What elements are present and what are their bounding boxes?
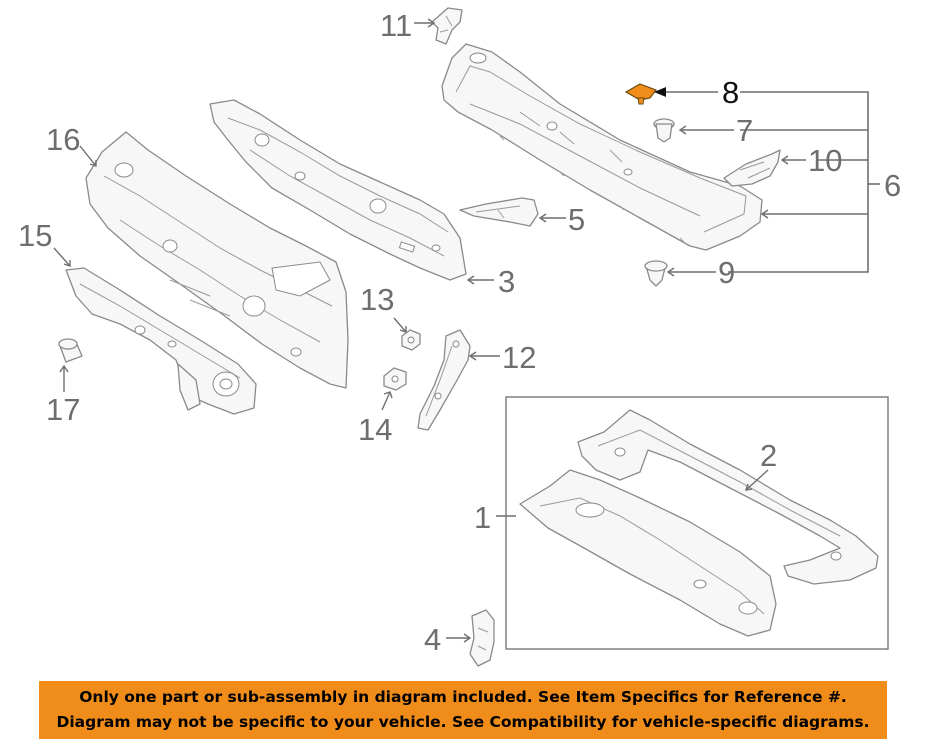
leader-7-arrow bbox=[678, 125, 687, 135]
callout-3: 3 bbox=[498, 264, 515, 299]
parts-diagram: 11 8 7 10 9 6 bbox=[18, 7, 901, 667]
callout-1: 1 bbox=[474, 500, 491, 535]
part-9-grommet bbox=[644, 260, 668, 287]
callout-13: 13 bbox=[360, 282, 394, 317]
callout-14: 14 bbox=[358, 412, 392, 447]
leader-11-arrow bbox=[427, 18, 436, 28]
part-10-seal bbox=[723, 149, 781, 187]
leader-14-arrow bbox=[383, 391, 393, 399]
notice-banner: Only one part or sub-assembly in diagram… bbox=[39, 681, 887, 739]
callout-12: 12 bbox=[502, 340, 536, 375]
part-1-cowl-lower bbox=[519, 469, 777, 637]
bracket-6 bbox=[728, 91, 869, 273]
leader-14 bbox=[381, 391, 391, 411]
inset-box bbox=[505, 396, 889, 650]
callout-5: 5 bbox=[568, 202, 585, 237]
callout-6: 6 bbox=[884, 168, 901, 203]
part-17-plug bbox=[58, 338, 83, 363]
part-12-reinforcement bbox=[417, 329, 471, 431]
part-13-nut bbox=[401, 329, 421, 351]
callout-11: 11 bbox=[380, 8, 412, 43]
leader-2 bbox=[745, 469, 769, 491]
callout-8: 8 bbox=[722, 75, 739, 110]
leader-2-arrow bbox=[744, 483, 753, 491]
part-3-dash-panel-upper bbox=[209, 99, 467, 281]
callout-17: 17 bbox=[46, 392, 80, 427]
callout-16: 16 bbox=[46, 122, 80, 157]
callout-15: 15 bbox=[18, 218, 52, 253]
leader-3-arrow bbox=[466, 275, 475, 285]
callout-4: 4 bbox=[424, 622, 441, 657]
leader-9-arrow bbox=[666, 267, 675, 277]
leader-10-arrow bbox=[780, 155, 789, 165]
part-5-panel bbox=[459, 197, 539, 227]
part-16-dash-panel bbox=[85, 131, 349, 389]
leader-5-arrow bbox=[538, 213, 547, 223]
callout-2: 2 bbox=[760, 438, 777, 473]
part-11-bracket bbox=[431, 7, 463, 45]
leader-13-arrow bbox=[399, 326, 407, 333]
leader-16-arrow bbox=[89, 160, 97, 167]
part-8-clip-highlighted bbox=[624, 83, 657, 105]
part-6-cowl-grille-panel bbox=[441, 43, 763, 251]
notice-line-2: Diagram may not be specific to your vehi… bbox=[56, 713, 870, 731]
part-2-cowl-upper bbox=[577, 409, 879, 585]
callout-9: 9 bbox=[718, 255, 735, 290]
leader-17-arrow bbox=[59, 364, 69, 373]
leader-8-arrow bbox=[654, 87, 666, 97]
part-4-bracket bbox=[469, 609, 495, 667]
leader-15 bbox=[53, 247, 71, 267]
leader-6-arrow bbox=[760, 209, 769, 219]
part-15-insulator bbox=[65, 267, 257, 415]
part-14-nut bbox=[383, 367, 407, 391]
leader-15-arrow bbox=[63, 260, 71, 267]
leader-16 bbox=[79, 145, 97, 167]
notice-line-1: Only one part or sub-assembly in diagram… bbox=[79, 688, 847, 706]
part-7-push-clip bbox=[653, 118, 675, 143]
leader-4-arrow bbox=[463, 633, 472, 643]
leader-12-arrow bbox=[468, 351, 477, 361]
leader-13 bbox=[393, 317, 407, 333]
